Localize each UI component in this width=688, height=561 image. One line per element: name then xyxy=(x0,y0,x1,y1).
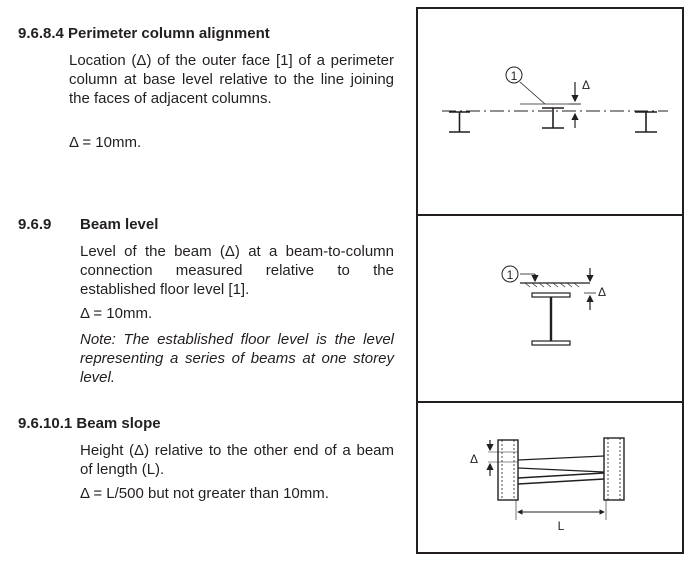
section-number: 9.6.10.1 xyxy=(18,415,73,432)
callout-circle xyxy=(501,265,519,283)
section-title: Perimeter column alignment xyxy=(68,25,270,42)
section-title: Beam level xyxy=(80,216,159,233)
length-label: L xyxy=(558,519,565,533)
beam-section xyxy=(531,292,571,346)
callout-label: 1 xyxy=(511,69,518,83)
section-body-text: Level of the beam (Δ) at a beam-to-colum… xyxy=(80,243,394,298)
panel-divider xyxy=(416,214,684,216)
section-title: Beam slope xyxy=(76,415,161,432)
column-section-right xyxy=(635,111,657,133)
section-number: 9.6.8.4 xyxy=(18,25,64,42)
section-heading-perimeter-column: 9.6.8.4 Perimeter column alignment xyxy=(18,25,270,42)
delta-label: Δ xyxy=(470,452,478,466)
panel-divider xyxy=(416,401,684,403)
callout-label: 1 xyxy=(507,268,514,282)
column-section-left xyxy=(449,111,470,133)
section-number: 9.6.9 xyxy=(18,216,52,233)
delta-label: Δ xyxy=(598,285,606,299)
tolerance-value: Δ = 10mm. xyxy=(80,305,153,322)
column-elevation-left xyxy=(497,439,519,501)
section-heading-beam-slope: 9.6.10.1 Beam slope xyxy=(18,415,161,432)
section-body-text: Height (Δ) relative to the other end of … xyxy=(80,442,394,478)
delta-label: Δ xyxy=(582,78,590,92)
column-elevation-right xyxy=(603,437,625,501)
note-text: Note: The established floor level is the… xyxy=(80,331,394,386)
diagram-panel xyxy=(416,7,684,554)
callout-circle xyxy=(505,66,523,84)
sloping-beam xyxy=(517,455,605,485)
beam-slope-diagram xyxy=(486,437,625,520)
perimeter-column-diagram xyxy=(442,81,668,133)
section-body-text: Location (Δ) of the outer face [1] of a … xyxy=(69,52,394,107)
column-section-middle xyxy=(542,107,564,129)
tolerance-value: Δ = 10mm. xyxy=(69,134,142,151)
beam-level-diagram xyxy=(520,268,596,346)
tolerance-value: Δ = L/500 but not greater than 10mm. xyxy=(80,485,329,502)
section-heading-beam-level: 9.6.9 Beam level xyxy=(18,216,158,233)
